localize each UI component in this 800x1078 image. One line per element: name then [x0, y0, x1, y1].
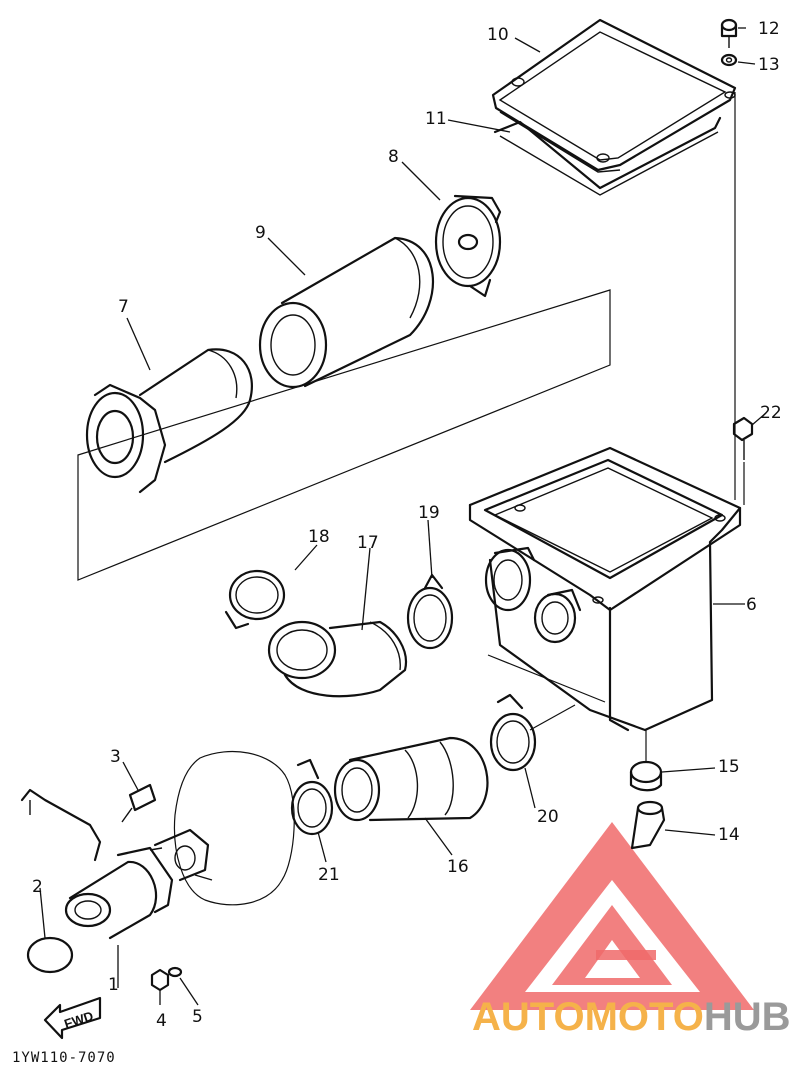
callout-1: 1: [108, 975, 119, 995]
callout-2: 2: [32, 877, 43, 897]
part-3-screw: [121, 783, 157, 823]
part-5-washer: [167, 966, 183, 978]
callout-19: 19: [418, 503, 440, 523]
callout-6: 6: [746, 595, 757, 615]
callout-8: 8: [388, 147, 399, 167]
callout-11: 11: [425, 109, 447, 129]
watermark-brand-part2: HUB: [704, 995, 791, 1039]
callout-9: 9: [255, 223, 266, 243]
callout-22: 22: [760, 403, 782, 423]
part-13-washer: [720, 53, 738, 67]
bracket: [20, 788, 102, 862]
part-1-carb-joint: [64, 846, 174, 940]
part-17-joint-hose: [267, 620, 408, 698]
callout-21: 21: [318, 865, 340, 885]
intake-manifold: [149, 828, 213, 882]
part-15-cap: [629, 760, 663, 792]
callout-13: 13: [758, 55, 780, 75]
fwd-label: FWD: [62, 1008, 95, 1031]
callout-labels: 1 2 3 4 5 6 7 8 9 10 11 12 13 14 15 16 1…: [32, 19, 782, 1031]
callout-20: 20: [537, 807, 559, 827]
part-7-element-guide: [85, 348, 253, 494]
part-16-joint: [333, 736, 489, 822]
part-10-cover: [491, 18, 737, 173]
callout-17: 17: [357, 533, 379, 553]
part-20-clamp: [489, 693, 537, 772]
air-box-duct-guide: [487, 654, 606, 703]
callout-10: 10: [487, 25, 509, 45]
callout-4: 4: [156, 1011, 167, 1031]
watermark-brand-part1: AUTOMOTO: [472, 995, 704, 1039]
leader-lines: [39, 27, 767, 1006]
callout-16: 16: [447, 857, 469, 877]
callout-5: 5: [192, 1007, 203, 1027]
watermark-logo: [470, 822, 754, 1010]
part-4-nut: [150, 968, 170, 992]
part-22-bolt: [732, 416, 754, 460]
callout-15: 15: [718, 757, 740, 777]
callout-12: 12: [758, 19, 780, 39]
watermark-text: AUTOMOTOHUB: [472, 995, 791, 1039]
part-18-clamp: [224, 569, 286, 630]
clamp-20-guide: [529, 704, 576, 731]
engine-outline: [173, 750, 295, 906]
part-8-cap: [434, 194, 502, 298]
fwd-arrow-icon: [43, 996, 102, 1040]
part-11-gasket: [493, 116, 722, 196]
part-2-o-ring: [26, 936, 74, 974]
drawing-code: 1YW110-7070: [12, 1050, 116, 1066]
part-19-clamp: [406, 573, 454, 650]
callout-18: 18: [308, 527, 330, 547]
element-assembly-guide: [77, 289, 611, 581]
part-12-screw: [720, 18, 738, 48]
callout-14: 14: [718, 825, 740, 845]
part-9-foam-element: [258, 236, 434, 389]
callout-3: 3: [110, 747, 121, 767]
part-6-air-box: [468, 446, 742, 732]
part-21-clamp: [290, 758, 334, 836]
callout-7: 7: [118, 297, 129, 317]
part-14-drain-hose: [630, 800, 666, 850]
